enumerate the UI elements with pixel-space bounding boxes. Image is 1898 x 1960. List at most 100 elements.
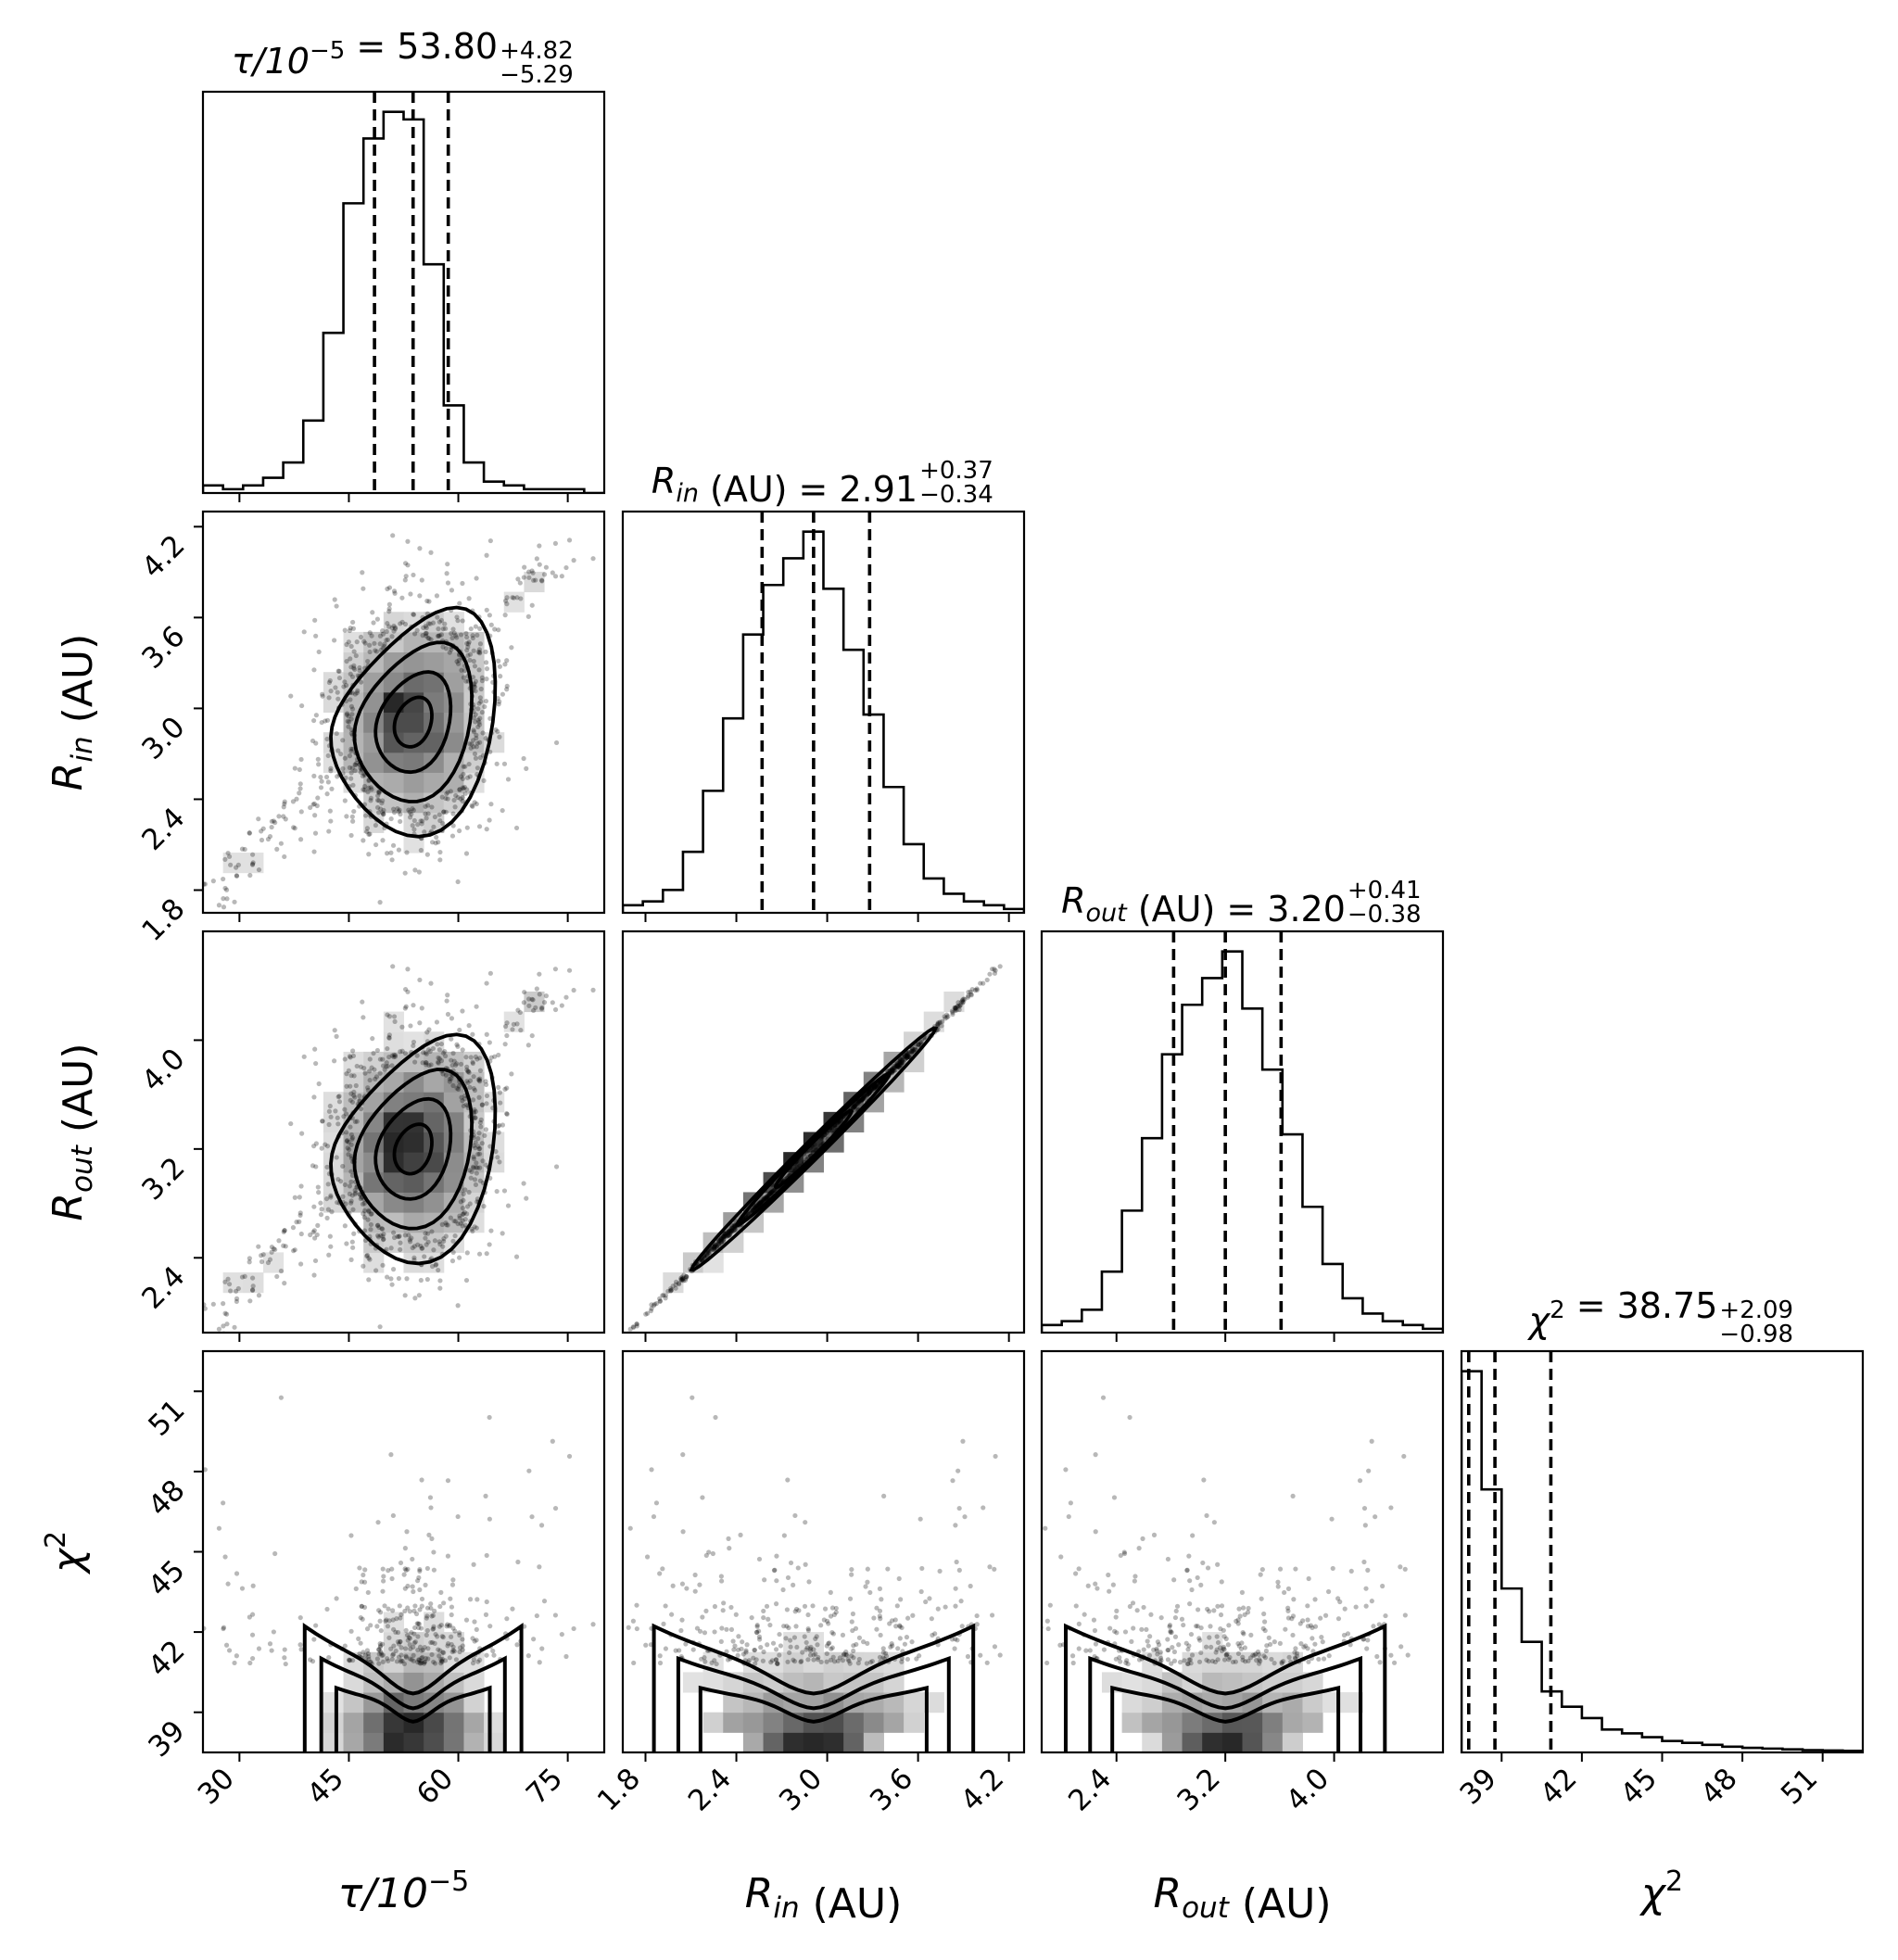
sample-point <box>417 977 423 983</box>
sample-point <box>935 1020 941 1026</box>
sample-point <box>377 641 383 647</box>
sample-point <box>476 667 482 673</box>
sample-point <box>663 1603 668 1609</box>
sample-point <box>1123 1660 1129 1665</box>
sample-point <box>223 1642 230 1648</box>
sample-point <box>1261 1611 1267 1617</box>
sample-point <box>1093 1641 1099 1647</box>
sample-point <box>417 1644 424 1650</box>
sample-point <box>793 1624 799 1629</box>
sample-point <box>469 803 474 808</box>
sample-point <box>504 595 510 601</box>
sample-point <box>453 1219 459 1224</box>
sample-point <box>476 1131 482 1136</box>
sample-point <box>867 1090 872 1095</box>
sample-point <box>903 1053 908 1058</box>
sample-point <box>521 575 526 580</box>
sample-point <box>798 1659 803 1665</box>
sample-point <box>1221 1647 1227 1652</box>
sample-point <box>349 746 356 752</box>
sample-point <box>228 862 234 867</box>
sample-point <box>481 778 487 783</box>
sample-point <box>504 1111 510 1117</box>
sample-point <box>418 1661 424 1666</box>
sample-point <box>460 776 465 781</box>
sample-point <box>226 854 233 859</box>
sample-point <box>343 1130 349 1135</box>
sample-point <box>1172 1614 1179 1621</box>
sample-point <box>904 1055 910 1061</box>
sample-point <box>386 1014 393 1019</box>
sample-point <box>1179 1616 1185 1622</box>
density-cell <box>883 1712 905 1733</box>
sample-point <box>271 818 276 824</box>
sample-point <box>440 821 446 827</box>
sample-point <box>851 1655 856 1661</box>
sample-point <box>361 1604 368 1611</box>
sample-point <box>335 1199 340 1206</box>
sample-point <box>1305 1617 1310 1623</box>
sample-point <box>756 1556 763 1562</box>
sample-point <box>898 1597 904 1602</box>
sample-point <box>484 552 489 558</box>
sample-point <box>357 664 362 671</box>
density-cell <box>343 1732 364 1752</box>
density-cell <box>403 812 424 833</box>
sample-point <box>1223 1652 1229 1658</box>
sample-point <box>534 556 539 562</box>
sample-point <box>889 1067 894 1072</box>
sample-point <box>335 774 340 779</box>
density-cell <box>904 1692 925 1713</box>
sample-point <box>483 649 488 654</box>
sample-point <box>362 1652 369 1658</box>
sample-point <box>462 1096 468 1102</box>
sample-point <box>384 1617 389 1623</box>
density-cell <box>1202 1732 1223 1752</box>
sample-point <box>464 787 470 792</box>
sample-point <box>349 1193 355 1198</box>
sample-point <box>559 574 564 579</box>
sample-point <box>281 1243 286 1248</box>
sample-point <box>1073 1571 1079 1576</box>
density-cell <box>363 1732 385 1752</box>
sample-point <box>800 1650 805 1655</box>
sample-point <box>1225 1642 1231 1648</box>
sample-point <box>525 1653 531 1659</box>
sample-point <box>850 1104 856 1109</box>
sample-point <box>366 1208 372 1213</box>
sample-point <box>852 1103 857 1109</box>
sample-point <box>766 1192 771 1197</box>
sample-point <box>473 1054 478 1059</box>
sample-point <box>757 1200 763 1206</box>
x-tick-label: 39 <box>1454 1762 1503 1811</box>
sample-point <box>290 799 297 804</box>
sample-point <box>752 1647 757 1653</box>
sample-point <box>678 1276 684 1283</box>
sample-point <box>367 1257 373 1262</box>
sample-point <box>712 1246 717 1251</box>
sample-point <box>297 1210 303 1216</box>
sample-point <box>310 1144 317 1149</box>
sample-point <box>461 1191 466 1196</box>
sample-point <box>439 794 445 800</box>
sample-point <box>386 585 393 590</box>
sample-point <box>1254 1658 1259 1663</box>
sample-point <box>350 1048 356 1054</box>
sample-point <box>477 695 483 701</box>
sample-point <box>543 993 550 999</box>
sample-point <box>399 595 405 601</box>
sample-point <box>1305 1603 1310 1609</box>
sample-point <box>355 688 361 693</box>
sample-point <box>384 638 389 643</box>
sample-point <box>474 765 480 771</box>
sample-point <box>378 806 384 812</box>
density-cell <box>524 991 545 1013</box>
sample-point <box>859 1097 865 1103</box>
sample-point <box>530 997 536 1003</box>
sample-point <box>356 1636 361 1641</box>
sample-point <box>471 744 476 750</box>
sample-point <box>470 635 475 641</box>
sample-point <box>408 1646 413 1651</box>
sample-point <box>458 1220 463 1226</box>
sample-point <box>438 1058 445 1064</box>
